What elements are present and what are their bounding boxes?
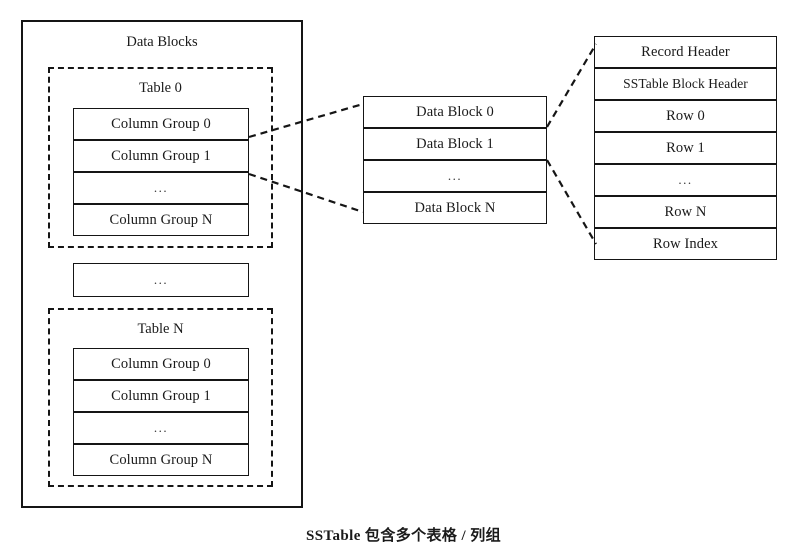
table-n-group — [48, 308, 273, 487]
figure-caption: SSTable 包含多个表格 / 列组 — [306, 528, 501, 544]
table-0-title: Table 0 — [139, 79, 182, 96]
tables-separator-row: ... — [73, 263, 249, 297]
table-0-group — [48, 67, 273, 248]
table-0-column-group-row: Column Group N — [73, 204, 249, 236]
record-layout-row: Row 0 — [594, 100, 777, 132]
table-n-column-group-row: Column Group N — [73, 444, 249, 476]
record-layout-row: SSTable Block Header — [594, 68, 777, 100]
record-layout-row: ... — [594, 164, 777, 196]
connector-datablock0-to-record-header — [546, 43, 597, 128]
record-layout-row: Row N — [594, 196, 777, 228]
data-block-row: Data Block 1 — [363, 128, 547, 160]
record-layout-row: Row Index — [594, 228, 777, 260]
record-layout-row: Record Header — [594, 36, 777, 68]
data-block-row: ... — [363, 160, 547, 192]
connector-datablock1-to-row-index — [546, 159, 597, 245]
record-layout-row: Row 1 — [594, 132, 777, 164]
table-n-column-group-row: ... — [73, 412, 249, 444]
table-n-column-group-row: Column Group 1 — [73, 380, 249, 412]
table-0-column-group-row: Column Group 0 — [73, 108, 249, 140]
table-0-column-group-row: ... — [73, 172, 249, 204]
table-n-column-group-row: Column Group 0 — [73, 348, 249, 380]
data-block-row: Data Block 0 — [363, 96, 547, 128]
data-block-row: Data Block N — [363, 192, 547, 224]
table-n-title: Table N — [137, 320, 184, 337]
table-0-column-group-row: Column Group 1 — [73, 140, 249, 172]
data-blocks-title: Data Blocks — [126, 33, 198, 50]
